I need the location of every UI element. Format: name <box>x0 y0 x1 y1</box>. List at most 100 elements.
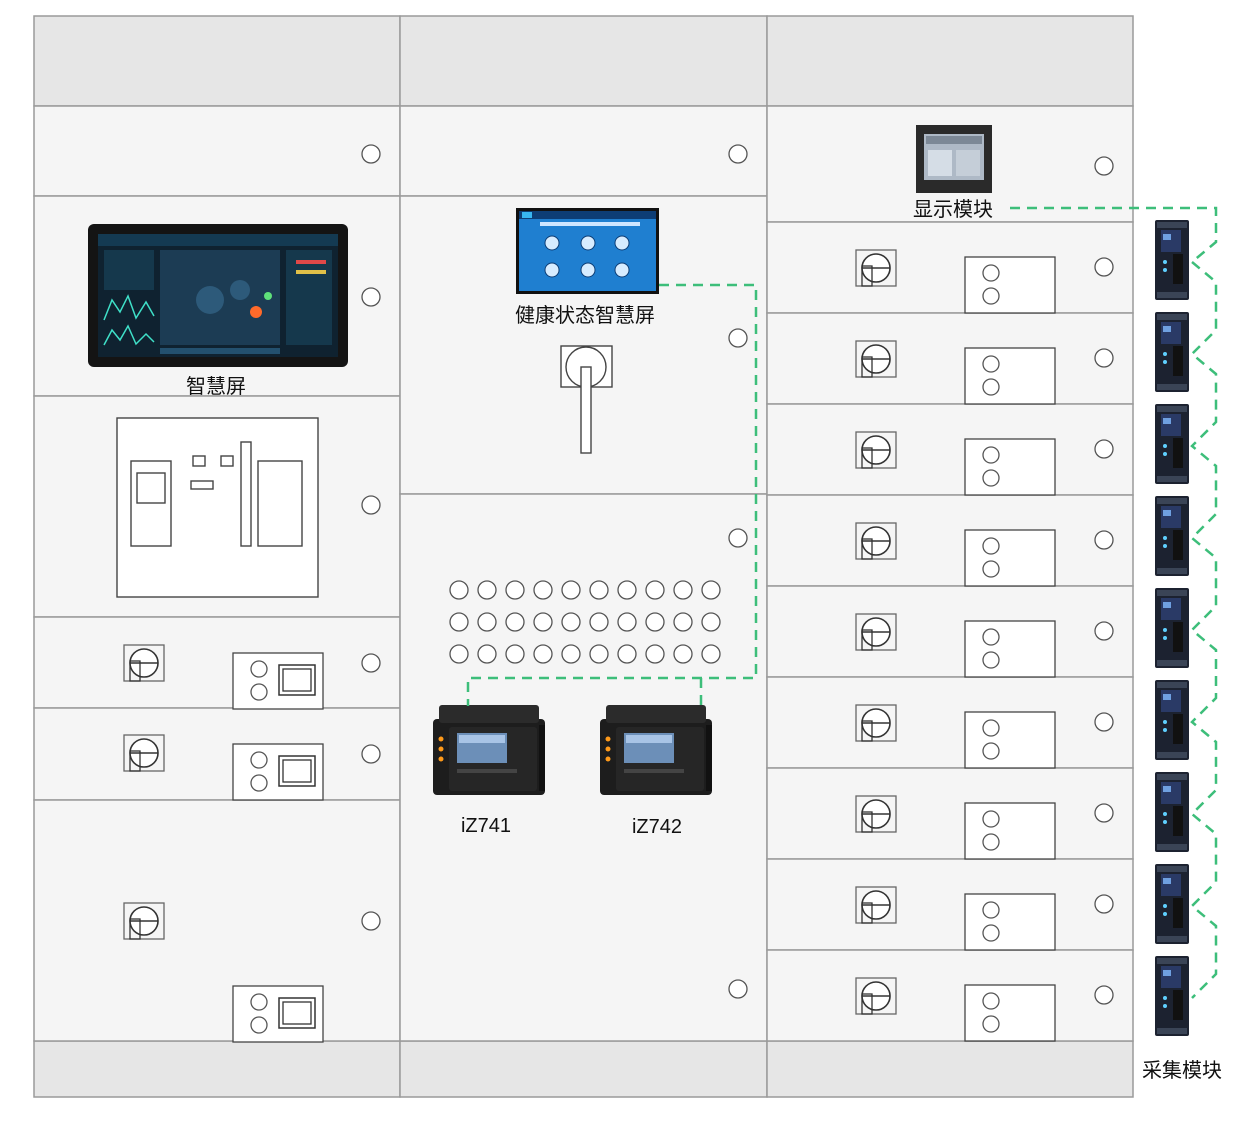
terminal-icon <box>561 612 581 632</box>
lock-icon <box>361 495 381 515</box>
iz741-label: iZ741 <box>461 815 511 837</box>
terminal-icon <box>561 580 581 600</box>
iz742-device <box>600 705 712 795</box>
display-module-device <box>916 125 992 193</box>
rotary-switch-icon[interactable] <box>855 977 897 1015</box>
terminal-icon <box>477 580 497 600</box>
rotary-switch-icon[interactable] <box>855 613 897 651</box>
collect-module-icon <box>1155 220 1189 300</box>
terminal-icon <box>645 580 665 600</box>
indicator-lamp-icon <box>964 711 1056 769</box>
indicator-lamp-icon <box>964 893 1056 951</box>
health-screen-device <box>516 208 659 294</box>
lock-icon <box>1094 621 1114 641</box>
iz742-label: iZ742 <box>632 816 682 838</box>
terminal-icon <box>701 644 721 664</box>
door-locks <box>361 144 1114 1005</box>
terminal-icon <box>617 644 637 664</box>
collect-module-icon <box>1155 956 1189 1036</box>
rotary-switch-icon[interactable] <box>123 734 165 772</box>
health-screen-label: 健康状态智慧屏 <box>515 303 655 327</box>
terminal-icon <box>673 644 693 664</box>
collect-module-label: 采集模块 <box>1142 1058 1222 1082</box>
rotary-switch-icon[interactable] <box>855 886 897 924</box>
mid-header <box>399 15 768 107</box>
indicator-lamp-icon <box>964 438 1056 496</box>
lock-icon <box>1094 156 1114 176</box>
lock-icon <box>361 287 381 307</box>
lock-icon <box>728 979 748 999</box>
lock-icon <box>1094 348 1114 368</box>
terminal-icon <box>449 644 469 664</box>
meter-icon <box>232 652 324 710</box>
bus-line-health <box>466 283 758 706</box>
indicator-lamp-icon <box>964 347 1056 405</box>
smart-screen-device <box>88 224 348 367</box>
lock-icon <box>361 144 381 164</box>
terminal-icon <box>533 580 553 600</box>
terminal-icon <box>505 612 525 632</box>
terminal-icon <box>645 644 665 664</box>
terminal-icon <box>589 580 609 600</box>
collect-module-icon <box>1155 404 1189 484</box>
rotary-switch-icon[interactable] <box>855 795 897 833</box>
rotary-switch-icon[interactable] <box>855 340 897 378</box>
lock-icon <box>1094 257 1114 277</box>
terminal-icon <box>561 644 581 664</box>
right-drawer-2 <box>766 312 1134 405</box>
left-header <box>33 15 401 107</box>
indicator-lamp-icon <box>964 620 1056 678</box>
collect-module-icon <box>1155 496 1189 576</box>
indicator-lamp-icon <box>964 256 1056 314</box>
left-footer <box>33 1040 401 1098</box>
right-drawer-9 <box>766 949 1134 1042</box>
mid-footer <box>399 1040 768 1098</box>
right-drawer-5 <box>766 585 1134 678</box>
terminal-icon <box>505 580 525 600</box>
left-panel-4 <box>33 616 401 709</box>
rotary-switch-icon[interactable] <box>855 522 897 560</box>
right-header <box>766 15 1134 107</box>
right-drawer-7 <box>766 767 1134 860</box>
communication-lines <box>466 206 1218 999</box>
iz741-device <box>433 705 545 795</box>
terminal-grid <box>449 580 721 664</box>
lock-icon <box>1094 439 1114 459</box>
right-drawer-4 <box>766 494 1134 587</box>
rotary-switch-icon[interactable] <box>855 704 897 742</box>
terminal-icon <box>617 580 637 600</box>
right-drawer-6 <box>766 676 1134 769</box>
collect-module-icon <box>1155 680 1189 760</box>
rotary-switch-icon[interactable] <box>123 902 165 940</box>
terminal-icon <box>533 612 553 632</box>
terminal-icon <box>505 644 525 664</box>
mid-panel-1 <box>399 105 768 197</box>
left-panel-1 <box>33 105 401 197</box>
rotary-switch-icon[interactable] <box>855 249 897 287</box>
terminal-icon <box>645 612 665 632</box>
collect-modules <box>1155 220 1189 1036</box>
lock-icon <box>728 328 748 348</box>
terminal-icon <box>673 612 693 632</box>
indicator-lamp-icon <box>964 529 1056 587</box>
collect-module-icon <box>1155 864 1189 944</box>
lock-icon <box>361 653 381 673</box>
rotary-switch-icon[interactable] <box>855 431 897 469</box>
lock-icon <box>361 911 381 931</box>
terminal-icon <box>589 612 609 632</box>
lock-icon <box>1094 894 1114 914</box>
rotary-switch-icon[interactable] <box>123 644 165 682</box>
breaker-handle-icon[interactable] <box>560 345 613 454</box>
lock-icon <box>1094 530 1114 550</box>
terminal-icon <box>701 580 721 600</box>
meter-icon <box>232 985 324 1043</box>
lock-icon <box>1094 985 1114 1005</box>
right-drawer-1 <box>766 221 1134 314</box>
right-drawer-8 <box>766 858 1134 951</box>
terminal-icon <box>449 580 469 600</box>
left-panel-5 <box>33 707 401 801</box>
terminal-icon <box>589 644 609 664</box>
lock-icon <box>1094 712 1114 732</box>
terminal-icon <box>673 580 693 600</box>
